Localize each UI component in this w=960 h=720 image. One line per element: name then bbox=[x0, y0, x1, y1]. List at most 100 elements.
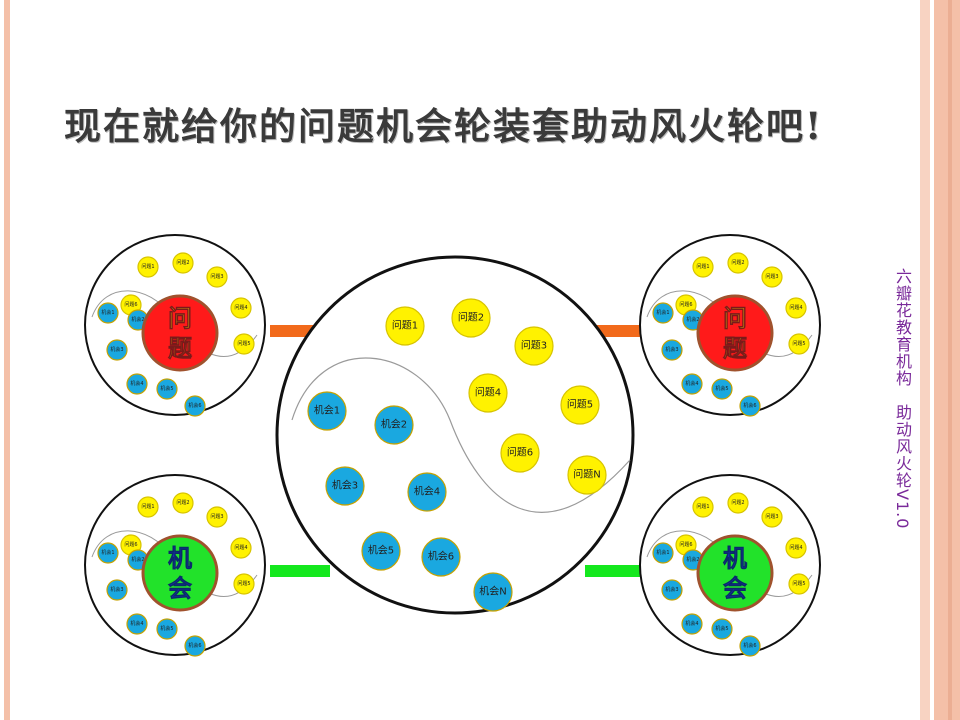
wheel-top-left-problem-5: 问题5 bbox=[233, 333, 255, 355]
center-chance-6-label: 机会6 bbox=[428, 550, 454, 563]
wheel-top-left-chance-3: 机会3 bbox=[106, 339, 128, 361]
wheel-bottom-left-hub bbox=[141, 534, 219, 612]
slide-title: 现在就给你的问题机会轮装套助动风火轮吧! bbox=[64, 104, 824, 148]
center-chance-3-circle bbox=[325, 466, 365, 506]
wheel-top-left-chance-4: 机会4 bbox=[126, 373, 148, 395]
center-problem-1: 问题1 bbox=[385, 306, 425, 346]
wheel-bottom-right-problem-3: 问题3 bbox=[761, 506, 783, 528]
center-problem-1-label: 问题1 bbox=[392, 319, 418, 332]
wheel-top-right-problem-6-label: 问题6 bbox=[679, 301, 692, 308]
wheel-bottom-right-problem-6-label: 问题6 bbox=[679, 541, 692, 548]
wheel-bottom-left-problem-3-circle bbox=[206, 506, 228, 528]
wheel-bottom-left-chance-3-circle bbox=[106, 579, 128, 601]
wheel-top-left-problem-1-circle bbox=[137, 256, 159, 278]
wheel-bottom-right-problem-3-circle bbox=[761, 506, 783, 528]
wheel-bottom-left-problem-2-label: 问题2 bbox=[176, 499, 189, 506]
center-chance-5: 机会5 bbox=[361, 531, 401, 571]
wheel-top-left-problem-1: 问题1 bbox=[137, 256, 159, 278]
wheel-top-right-chance-6-circle bbox=[739, 395, 761, 417]
wheel-top-left-problem-4-circle bbox=[230, 297, 252, 319]
wheel-top-left-hub-label-1: 问 bbox=[168, 304, 192, 333]
wheel-top-right-problem-1-label: 问题1 bbox=[696, 263, 709, 270]
wheel-top-right-problem-4-circle bbox=[785, 297, 807, 319]
wheel-bottom-right-chance-3-label: 机会3 bbox=[665, 586, 678, 593]
center-chance-1-circle bbox=[307, 391, 347, 431]
wheel-top-right-problem-3-label: 问题3 bbox=[765, 273, 778, 280]
wheel-bottom-right-problem-1: 问题1 bbox=[692, 496, 714, 518]
center-problem-6-label: 问题6 bbox=[507, 446, 533, 459]
wheel-bottom-left-chance-6-circle bbox=[184, 635, 206, 657]
wheel-top-right-problem-5: 问题5 bbox=[788, 333, 810, 355]
wheel-bottom-left-problem-4-circle bbox=[230, 537, 252, 559]
wheel-bottom-left-chance-5-circle bbox=[156, 618, 178, 640]
center-chance-6: 机会6 bbox=[421, 537, 461, 577]
wheel-top-right-problem-3-circle bbox=[761, 266, 783, 288]
wheel-bottom-right-problem-2: 问题2 bbox=[727, 492, 749, 514]
wheel-top-left-chance-1-label: 机会1 bbox=[101, 309, 114, 316]
center-chance-7-label: 机会N bbox=[479, 585, 506, 598]
center-chance-3: 机会3 bbox=[325, 466, 365, 506]
wheel-bottom-right: 问题1问题2问题3问题4问题5问题6问题N机会1机会2机会3机会4机会5机会6机… bbox=[639, 474, 821, 657]
wheel-top-left-chance-6: 机会6 bbox=[184, 395, 206, 417]
wheel-top-right-hub bbox=[696, 294, 774, 372]
center-problem-3-circle bbox=[514, 326, 554, 366]
wheel-bottom-left-chance-1: 机会1 bbox=[97, 542, 119, 564]
wheel-bottom-right-chance-4-label: 机会4 bbox=[685, 620, 698, 627]
wheel-bottom-left-chance-2-label: 机会2 bbox=[131, 556, 144, 563]
wheel-top-right-chance-1: 机会1 bbox=[652, 302, 674, 324]
center-chance-5-label: 机会5 bbox=[368, 544, 394, 557]
center-chance-2-circle bbox=[374, 405, 414, 445]
wheel-bottom-right-problem-1-circle bbox=[692, 496, 714, 518]
wheel-top-right-chance-3-label: 机会3 bbox=[665, 346, 678, 353]
center-chance-6-circle bbox=[421, 537, 461, 577]
wheel-bottom-left-problem-1-label: 问题1 bbox=[141, 503, 154, 510]
wheel-top-right-problem-3: 问题3 bbox=[761, 266, 783, 288]
wheel-bottom-right-chance-5: 机会5 bbox=[711, 618, 733, 640]
wheel-top-right-chance-3: 机会3 bbox=[661, 339, 683, 361]
center-problem-6: 问题6 bbox=[500, 433, 540, 473]
center-problem-5-circle bbox=[560, 385, 600, 425]
wheel-top-right-chance-1-circle bbox=[652, 302, 674, 324]
wheel-top-left-problem-2-label: 问题2 bbox=[176, 259, 189, 266]
wheel-bottom-right-chance-1: 机会1 bbox=[652, 542, 674, 564]
wheel-bottom-right-problem-2-label: 问题2 bbox=[731, 499, 744, 506]
wheel-top-left-problem-4: 问题4 bbox=[230, 297, 252, 319]
slide-border-left bbox=[4, 0, 10, 720]
side-caption: 六瓣花教育机构 助动风火轮V1.0 bbox=[893, 268, 912, 530]
wheel-bottom-right-chance-5-circle bbox=[711, 618, 733, 640]
wheel-top-left-hub-label-2: 题 bbox=[168, 334, 192, 363]
wheel-bottom-right-chance-4-circle bbox=[681, 613, 703, 635]
center-wheel: 问题1问题2问题3问题4问题5问题6问题N机会1机会2机会3机会4机会5机会6机… bbox=[275, 255, 635, 615]
wheel-bottom-left-chance-4-circle bbox=[126, 613, 148, 635]
wheel-bottom-left-problem-5: 问题5 bbox=[233, 573, 255, 595]
center-problem-3-label: 问题3 bbox=[521, 339, 547, 352]
center-problem-5: 问题5 bbox=[560, 385, 600, 425]
wheel-bottom-left-chance-4-label: 机会4 bbox=[130, 620, 143, 627]
wheel-bottom-left-chance-3-label: 机会3 bbox=[110, 586, 123, 593]
wheel-top-left-problem-4-label: 问题4 bbox=[234, 304, 247, 311]
wheel-bottom-left-chance-5-label: 机会5 bbox=[160, 625, 173, 632]
wheel-bottom-right-problem-5-circle bbox=[788, 573, 810, 595]
wheel-top-right-problem-4: 问题4 bbox=[785, 297, 807, 319]
wheel-top-right-chance-5: 机会5 bbox=[711, 378, 733, 400]
wheel-top-right-chance-2-label: 机会2 bbox=[686, 316, 699, 323]
wheel-bottom-right-problem-4-circle bbox=[785, 537, 807, 559]
center-problem-1-circle bbox=[385, 306, 425, 346]
wheel-top-left-chance-1-circle bbox=[97, 302, 119, 324]
wheel-top-right-chance-4-label: 机会4 bbox=[685, 380, 698, 387]
wheel-top-right-chance-4-circle bbox=[681, 373, 703, 395]
wheel-bottom-right-chance-1-circle bbox=[652, 542, 674, 564]
wheel-bottom-right-problem-1-label: 问题1 bbox=[696, 503, 709, 510]
wheel-bottom-left-chance-5: 机会5 bbox=[156, 618, 178, 640]
center-problem-4-label: 问题4 bbox=[475, 386, 501, 399]
center-chance-7-circle bbox=[473, 572, 513, 612]
wheel-bottom-left-problem-2: 问题2 bbox=[172, 492, 194, 514]
wheel-bottom-right-hub bbox=[696, 534, 774, 612]
wheel-bottom-left-chance-1-label: 机会1 bbox=[101, 549, 114, 556]
wheel-bottom-right-hub-label-2: 会 bbox=[723, 574, 747, 603]
center-problem-2: 问题2 bbox=[451, 298, 491, 338]
wheel-top-right-problem-2-label: 问题2 bbox=[731, 259, 744, 266]
wheel-top-left-problem-6-label: 问题6 bbox=[124, 301, 137, 308]
wheel-top-left-chance-1: 机会1 bbox=[97, 302, 119, 324]
